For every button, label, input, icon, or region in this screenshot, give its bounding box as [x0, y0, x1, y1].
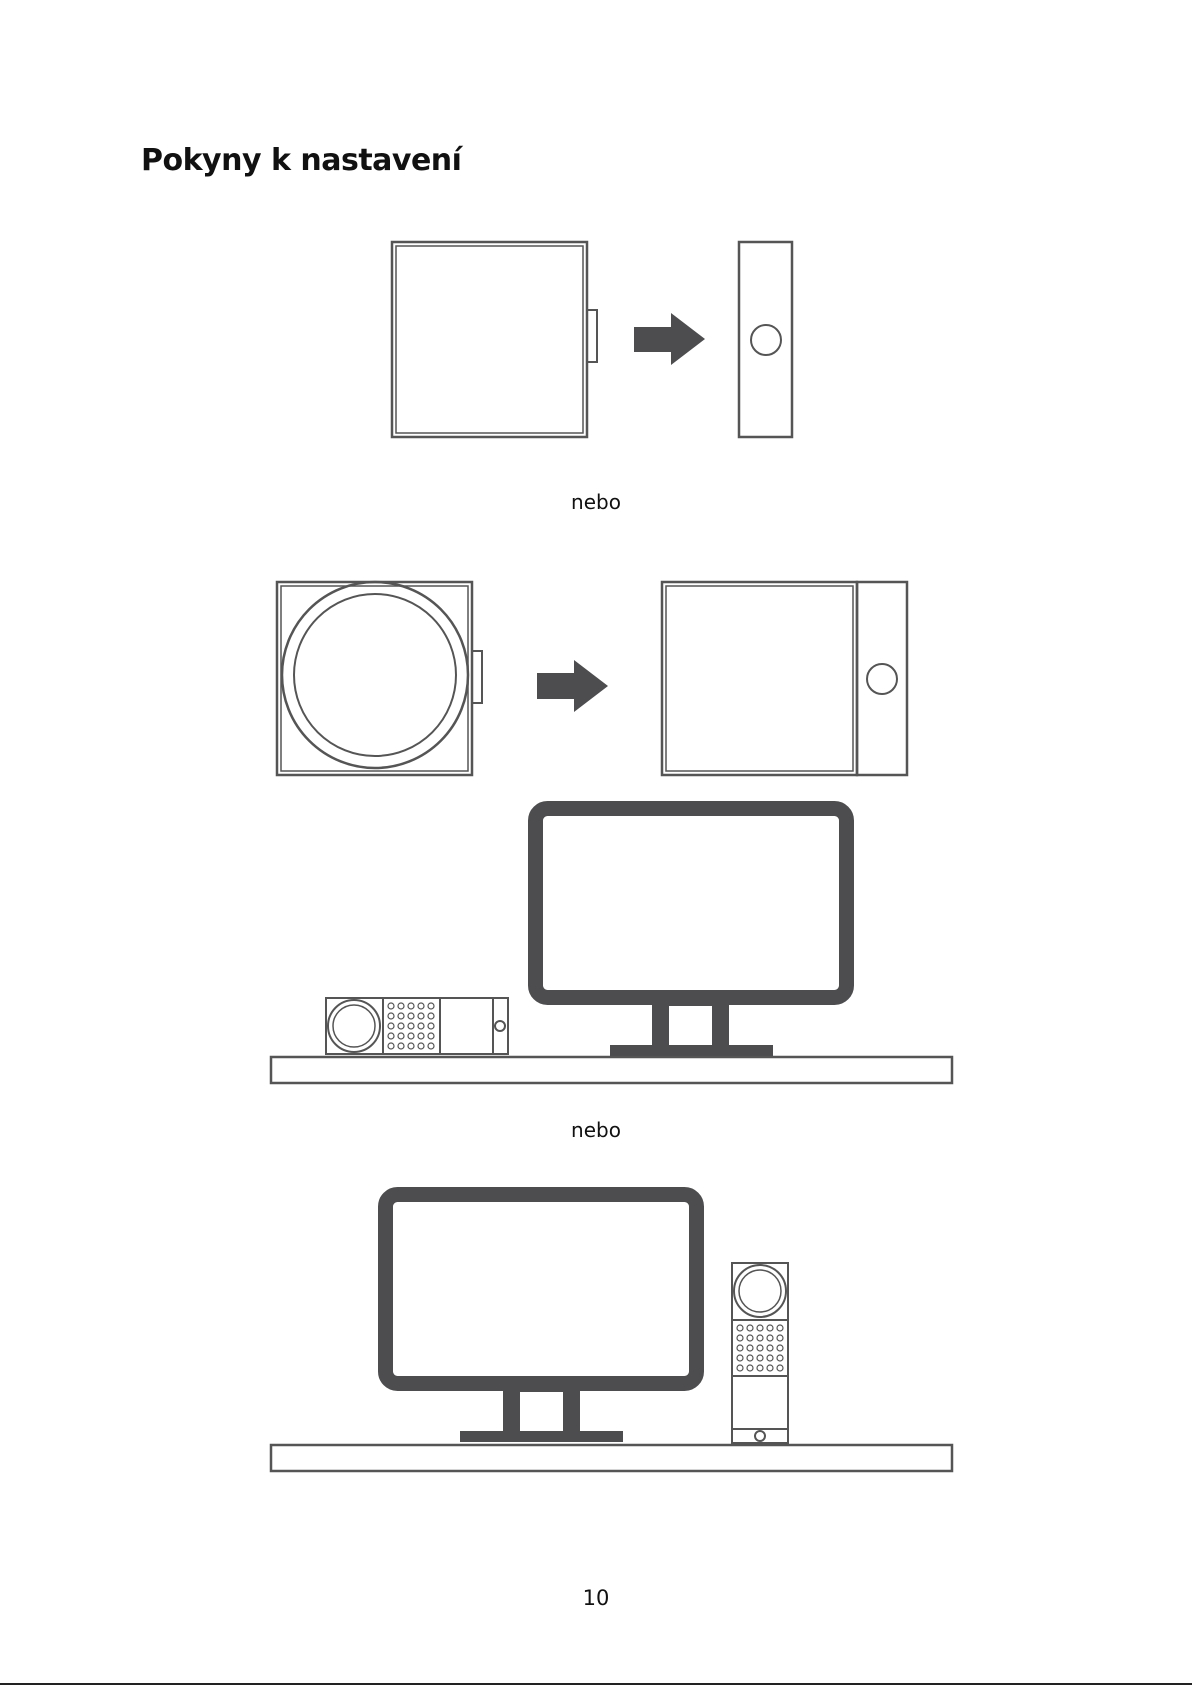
separator-text: nebo [0, 1118, 1192, 1142]
monitor-icon [386, 1195, 697, 1443]
desk-icon [271, 1445, 952, 1471]
page-number: 10 [0, 1586, 1192, 1610]
device-horizontal-icon [326, 998, 508, 1054]
round-device-back-icon [277, 582, 482, 775]
desk-icon [271, 1057, 952, 1083]
device-with-stand-icon [662, 582, 907, 775]
monitor-icon [536, 809, 847, 1057]
square-device-back-icon [392, 242, 597, 437]
arrow-right-icon [634, 313, 705, 365]
device-vertical-icon [732, 1263, 788, 1443]
separator-text: nebo [0, 490, 1192, 514]
device-side-view-icon [739, 242, 792, 437]
arrow-right-icon [537, 660, 608, 712]
